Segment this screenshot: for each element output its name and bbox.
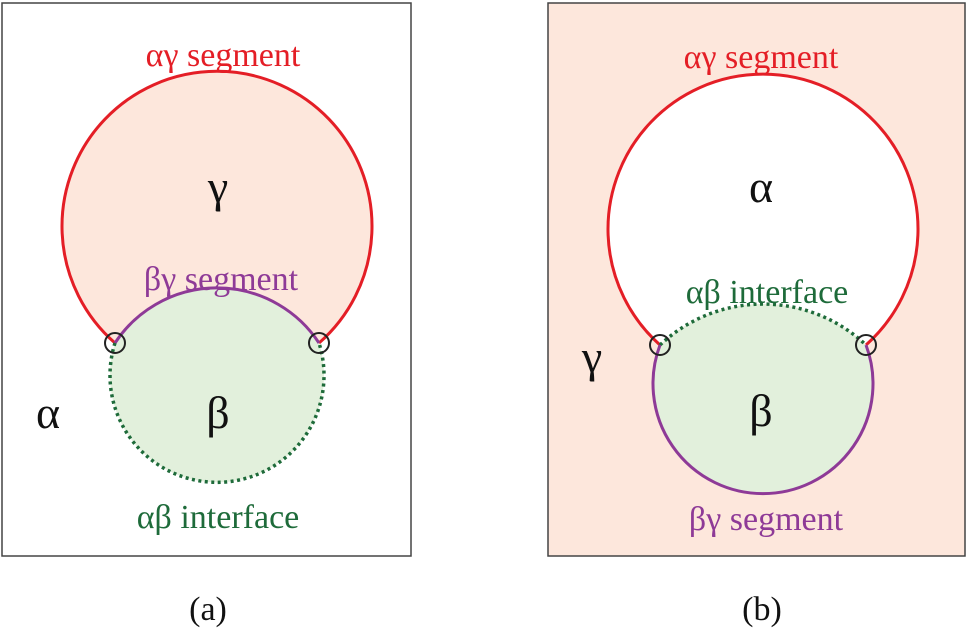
panel-b-top-segment-label: αγ segment bbox=[684, 39, 839, 76]
panel-b-alpha-beta-interface bbox=[658, 302, 868, 347]
panel-b-beta-gamma-segment bbox=[651, 344, 875, 496]
panel-a-lower-region bbox=[110, 287, 324, 483]
panel-a-bottom-segment-label: αβ interface bbox=[137, 499, 300, 536]
panel-a-beta-gamma-segment bbox=[113, 286, 321, 344]
panel-a-alpha-beta-interface bbox=[108, 342, 326, 484]
panel-b-lower-region bbox=[653, 304, 874, 494]
panel-b: αγ segment αβ interface βγ segment α β γ… bbox=[547, 2, 966, 628]
panel-b-middle-segment-label: αβ interface bbox=[686, 274, 849, 311]
panel-b-junction-left bbox=[649, 334, 671, 356]
panel-a-top-segment-label: αγ segment bbox=[146, 37, 301, 74]
panel-a-upper-region bbox=[61, 71, 372, 344]
panel-b-junction-right bbox=[855, 334, 877, 356]
panel-a-alpha-gamma-segment bbox=[60, 69, 374, 345]
panel-a-outer-phase-label: α bbox=[36, 387, 60, 438]
panel-b-upper-region bbox=[608, 74, 919, 345]
panel-a-upper-phase-label: γ bbox=[207, 161, 228, 212]
panel-b-bottom-segment-label: βγ segment bbox=[689, 501, 844, 538]
panel-b-alpha-gamma-segment bbox=[606, 72, 920, 347]
panel-a-middle-segment-label: βγ segment bbox=[144, 261, 299, 298]
panel-b-outer-phase-label: γ bbox=[581, 331, 602, 382]
panel-a-caption: (a) bbox=[189, 591, 227, 628]
panel-a-junction-right bbox=[308, 332, 330, 354]
panel-a: αγ segment βγ segment αβ interface γ β α… bbox=[1, 2, 412, 628]
panel-a-lower-phase-label: β bbox=[206, 387, 229, 438]
panel-b-caption: (b) bbox=[742, 591, 782, 628]
panel-b-upper-phase-label: α bbox=[749, 161, 773, 212]
panel-a-junction-left bbox=[104, 332, 126, 354]
panel-b-lower-phase-label: β bbox=[749, 385, 772, 436]
